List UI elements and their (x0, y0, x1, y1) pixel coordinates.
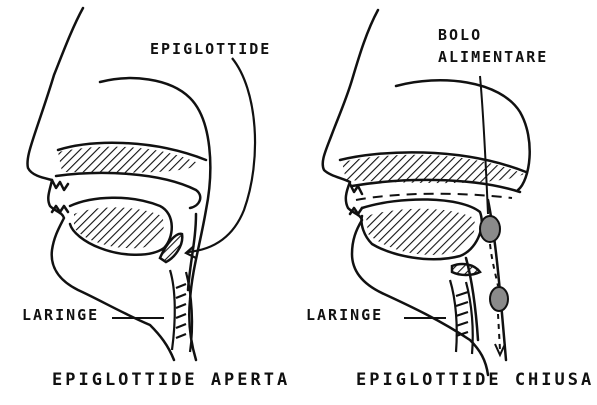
label-bolus-line1: BOLO (438, 26, 482, 44)
epiglottis-pointer (188, 58, 255, 252)
bolus-lower (490, 287, 508, 311)
right-epiglottis (452, 264, 480, 275)
right-nasal-hatch (342, 155, 524, 183)
label-bolus-line2: ALIMENTARE (438, 48, 548, 66)
bolus-upper (480, 216, 500, 242)
caption-open: EPIGLOTTIDE APERTA (52, 370, 290, 390)
label-larynx-right: LARINGE (306, 306, 383, 324)
caption-closed: EPIGLOTTIDE CHIUSA (356, 370, 594, 390)
right-larynx-rings (450, 280, 473, 354)
label-epiglottis: EPIGLOTTIDE (150, 40, 271, 58)
bolus-path-lower (498, 314, 500, 350)
bolus-pointer (480, 76, 488, 214)
label-larynx-left: LARINGE (22, 306, 99, 324)
